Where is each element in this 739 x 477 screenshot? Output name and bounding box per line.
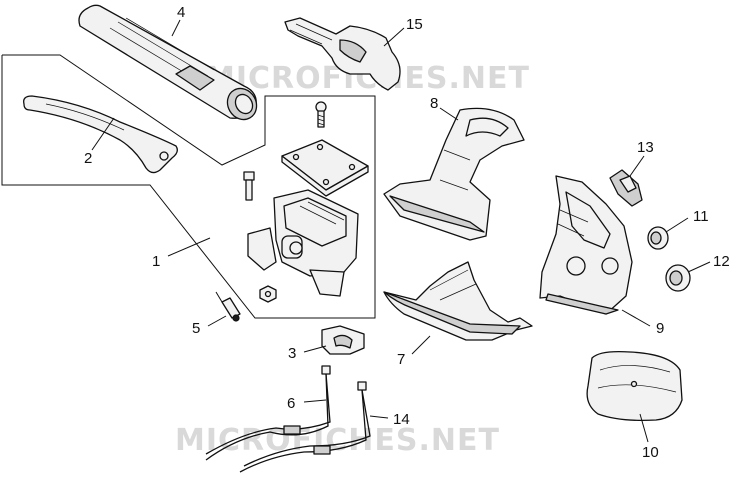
callout-11: 11 [693,208,709,225]
part-7-lower-cover [383,261,533,341]
part-pivot-bolt [243,171,255,201]
assembly-frame [1,54,376,319]
part-9-switch-housing [539,175,633,315]
part-6-cable [205,365,331,461]
callout-4: 4 [177,4,185,21]
callout-8: 8 [430,95,438,112]
callout-13: 13 [637,139,654,156]
part-3-clamp [321,325,365,355]
watermark-bottom: MICROFICHES.NET [175,423,500,458]
part-4-grip [78,4,258,121]
callout-15: 15 [406,16,423,33]
part-15-switch-bracket [284,17,401,91]
callout-6: 6 [287,395,295,412]
part-11-button [647,226,669,250]
callout-9: 9 [656,320,664,337]
part-8-upper-cover [383,107,525,241]
part-nut [259,285,277,303]
part-10-hood [586,350,683,422]
callout-14: 14 [393,411,410,428]
callout-1: 1 [152,253,160,270]
part-14-cable [239,381,371,473]
part-master-cylinder [247,189,359,297]
part-12-button [665,264,691,292]
part-13-switch [609,169,643,207]
part-5-brake-switch [215,291,241,322]
callout-labels: 4 2 1 3 5 6 7 8 9 10 11 12 13 14 15 [84,4,730,461]
callout-12: 12 [713,253,730,270]
callout-5: 5 [192,320,200,337]
callout-7: 7 [397,351,405,368]
callout-3: 3 [288,345,296,362]
part-2-brake-lever [23,95,178,174]
part-reservoir-cover [281,139,369,197]
part-top-screw [315,101,327,128]
callout-2: 2 [84,150,92,167]
leader-lines [91,19,711,443]
callout-10: 10 [642,444,659,461]
